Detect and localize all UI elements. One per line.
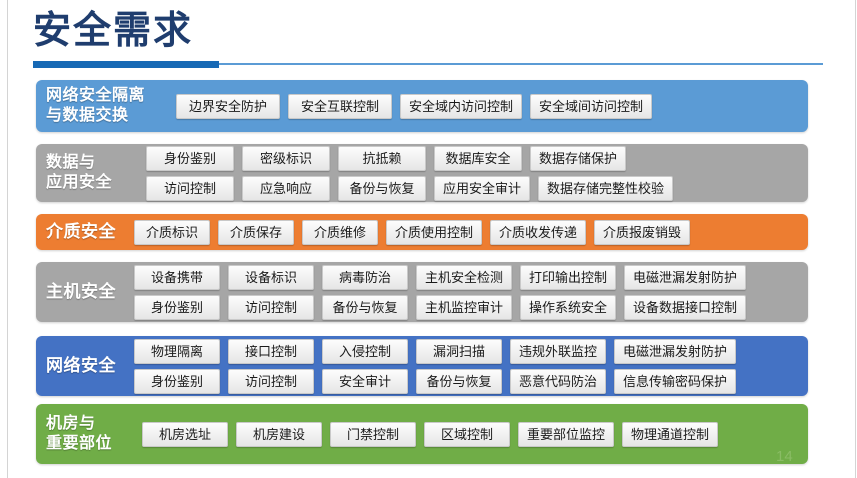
requirement-chip[interactable]: 操作系统安全 — [520, 294, 617, 320]
requirement-band: 网络安全隔离 与数据交换 边界安全防护安全互联控制安全域内访问控制安全域间访问控制 — [36, 80, 808, 132]
band-item-row: 边界安全防护安全互联控制安全域内访问控制安全域间访问控制 — [176, 93, 802, 119]
band-title: 机房与 重要部位 — [46, 415, 113, 452]
requirement-chip[interactable]: 设备标识 — [228, 264, 314, 290]
requirement-chip[interactable]: 信息传输密码保护 — [614, 368, 737, 394]
band-items: 机房选址机房建设门禁控制区域控制重要部位监控物理通道控制 — [140, 421, 808, 447]
band-title: 网络安全 — [46, 356, 116, 375]
band-title: 介质安全 — [46, 222, 116, 241]
requirement-chip[interactable]: 身份鉴别 — [146, 145, 234, 171]
requirement-chip[interactable]: 机房选址 — [142, 421, 228, 447]
requirement-chip[interactable]: 备份与恢复 — [338, 175, 426, 201]
requirement-chip[interactable]: 备份与恢复 — [416, 368, 502, 394]
band-item-row: 身份鉴别密级标识抗抵赖数据库安全数据存储保护 — [146, 145, 802, 171]
requirement-chip[interactable]: 安全审计 — [322, 368, 408, 394]
requirement-chip[interactable]: 介质标识 — [134, 219, 210, 245]
requirement-chip[interactable]: 物理隔离 — [134, 338, 220, 364]
slide-right-edge-rule — [855, 0, 856, 478]
requirement-chip[interactable]: 数据存储保护 — [530, 145, 627, 171]
requirement-chip[interactable]: 介质保存 — [218, 219, 294, 245]
requirement-chip[interactable]: 安全域内访问控制 — [400, 93, 523, 119]
page-title: 安全需求 — [33, 10, 194, 52]
requirement-chip[interactable]: 电磁泄漏发射防护 — [624, 264, 747, 290]
requirement-chip[interactable]: 入侵控制 — [322, 338, 408, 364]
band-items: 介质标识介质保存介质维修介质使用控制介质收发传递介质报废销毁 — [132, 219, 808, 245]
band-title: 数据与 应用安全 — [46, 154, 113, 191]
requirement-chip[interactable]: 介质使用控制 — [386, 219, 483, 245]
requirement-chip[interactable]: 应用安全审计 — [434, 175, 531, 201]
band-items: 边界安全防护安全互联控制安全域内访问控制安全域间访问控制 — [174, 93, 808, 119]
requirement-band: 网络安全物理隔离接口控制入侵控制漏洞扫描违规外联监控电磁泄漏发射防护身份鉴别访问… — [36, 336, 808, 396]
requirement-chip[interactable]: 主机安全检测 — [416, 264, 513, 290]
slide-left-edge-rule — [7, 0, 8, 478]
requirement-chip[interactable]: 病毒防治 — [322, 264, 408, 290]
requirement-chip[interactable]: 设备数据接口控制 — [624, 294, 747, 320]
band-item-row: 设备携带设备标识病毒防治主机安全检测打印输出控制电磁泄漏发射防护 — [134, 264, 802, 290]
requirement-chip[interactable]: 电磁泄漏发射防护 — [614, 338, 737, 364]
requirement-chip[interactable]: 访问控制 — [146, 175, 234, 201]
requirement-chip[interactable]: 恶意代码防治 — [510, 368, 607, 394]
requirement-chip[interactable]: 备份与恢复 — [322, 294, 408, 320]
requirement-chip[interactable]: 介质维修 — [302, 219, 378, 245]
band-item-row: 介质标识介质保存介质维修介质使用控制介质收发传递介质报废销毁 — [134, 219, 802, 245]
band-item-row: 访问控制应急响应备份与恢复应用安全审计数据存储完整性校验 — [146, 175, 802, 201]
requirement-chip[interactable]: 数据库安全 — [434, 145, 522, 171]
requirement-chip[interactable]: 物理通道控制 — [622, 421, 719, 447]
requirement-chip[interactable]: 边界安全防护 — [176, 93, 280, 119]
requirement-chip[interactable]: 安全域间访问控制 — [530, 93, 653, 119]
requirement-chip[interactable]: 介质报废销毁 — [594, 219, 691, 245]
requirement-chip[interactable]: 访问控制 — [228, 368, 314, 394]
requirement-chip[interactable]: 应急响应 — [242, 175, 330, 201]
requirement-chip[interactable]: 接口控制 — [228, 338, 314, 364]
requirement-chip[interactable]: 身份鉴别 — [134, 294, 220, 320]
title-underline-thin — [219, 63, 823, 65]
band-item-row: 身份鉴别访问控制安全审计备份与恢复恶意代码防治信息传输密码保护 — [134, 368, 802, 394]
requirement-chip[interactable]: 打印输出控制 — [520, 264, 617, 290]
requirement-chip[interactable]: 设备携带 — [134, 264, 220, 290]
band-items: 身份鉴别密级标识抗抵赖数据库安全数据存储保护访问控制应急响应备份与恢复应用安全审… — [144, 145, 808, 201]
requirement-chip[interactable]: 机房建设 — [236, 421, 322, 447]
band-item-row: 身份鉴别访问控制备份与恢复主机监控审计操作系统安全设备数据接口控制 — [134, 294, 802, 320]
requirement-band: 主机安全设备携带设备标识病毒防治主机安全检测打印输出控制电磁泄漏发射防护身份鉴别… — [36, 262, 808, 322]
requirement-band: 介质安全介质标识介质保存介质维修介质使用控制介质收发传递介质报废销毁 — [36, 214, 808, 250]
band-item-row: 物理隔离接口控制入侵控制漏洞扫描违规外联监控电磁泄漏发射防护 — [134, 338, 802, 364]
requirement-chip[interactable]: 区域控制 — [424, 421, 510, 447]
requirement-chip[interactable]: 抗抵赖 — [338, 145, 426, 171]
band-items: 物理隔离接口控制入侵控制漏洞扫描违规外联监控电磁泄漏发射防护身份鉴别访问控制安全… — [132, 338, 808, 394]
requirement-chip[interactable]: 访问控制 — [228, 294, 314, 320]
band-item-row: 机房选址机房建设门禁控制区域控制重要部位监控物理通道控制 — [142, 421, 802, 447]
requirement-chip[interactable]: 介质收发传递 — [490, 219, 587, 245]
requirement-chip[interactable]: 主机监控审计 — [416, 294, 513, 320]
requirement-band: 机房与 重要部位 机房选址机房建设门禁控制区域控制重要部位监控物理通道控制 — [36, 404, 808, 464]
requirement-chip[interactable]: 违规外联监控 — [510, 338, 607, 364]
requirement-chip[interactable]: 密级标识 — [242, 145, 330, 171]
band-items: 设备携带设备标识病毒防治主机安全检测打印输出控制电磁泄漏发射防护身份鉴别访问控制… — [132, 264, 808, 320]
title-underline-thick — [33, 61, 219, 68]
page-number: 14 — [776, 448, 793, 465]
band-title: 网络安全隔离 与数据交换 — [46, 87, 146, 124]
requirement-chip[interactable]: 门禁控制 — [330, 421, 416, 447]
band-title: 主机安全 — [46, 282, 116, 301]
requirement-chip[interactable]: 安全互联控制 — [288, 93, 392, 119]
requirement-band: 数据与 应用安全身份鉴别密级标识抗抵赖数据库安全数据存储保护访问控制应急响应备份… — [36, 144, 808, 202]
requirement-chip[interactable]: 漏洞扫描 — [416, 338, 502, 364]
requirement-chip[interactable]: 身份鉴别 — [134, 368, 220, 394]
requirement-chip[interactable]: 重要部位监控 — [518, 421, 615, 447]
requirement-chip[interactable]: 数据存储完整性校验 — [538, 175, 674, 201]
